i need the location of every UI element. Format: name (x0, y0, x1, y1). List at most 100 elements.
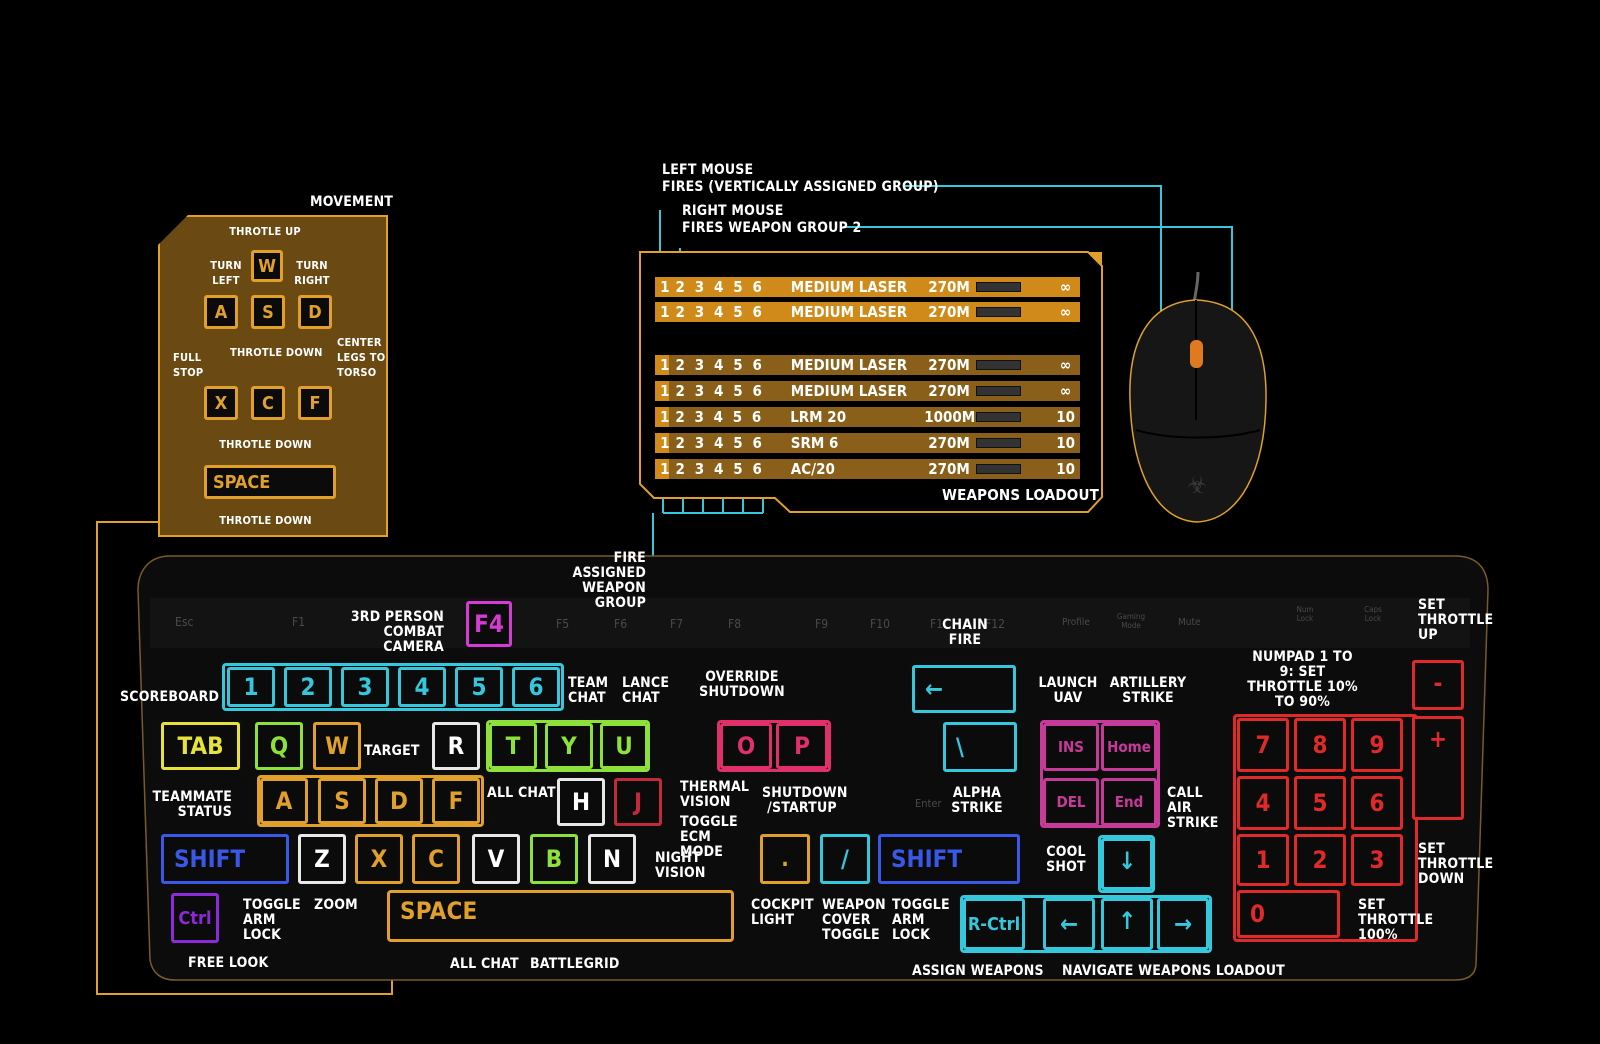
key-np3[interactable]: 3 (1351, 834, 1403, 886)
key-j[interactable]: J (614, 778, 662, 826)
key-del[interactable]: DEL (1043, 778, 1099, 826)
movement-key-w: W (251, 250, 283, 282)
key-right[interactable]: → (1157, 898, 1209, 950)
razer-logo-icon: ☣ (1187, 471, 1207, 499)
key-tab[interactable]: TAB (161, 722, 240, 770)
shutdown-label: SHUTDOWN /STARTUP (762, 785, 848, 816)
key-np6[interactable]: 6 (1351, 776, 1403, 830)
weapon-health-bar (975, 386, 1022, 396)
group-number: 5 (733, 303, 743, 321)
movement-key-f: F (298, 386, 332, 420)
call-air-label: CALL AIR STRIKE (1167, 785, 1219, 831)
key-up[interactable]: ↑ (1101, 898, 1153, 950)
key-slash[interactable]: / (820, 834, 870, 884)
key-label: → (1173, 910, 1193, 938)
group-number: 1 (660, 303, 670, 321)
key-np1[interactable]: 1 (1237, 834, 1289, 886)
key-np-minus[interactable]: - (1412, 660, 1464, 710)
weapon-range: 270M (928, 278, 970, 296)
key-home[interactable]: Home (1101, 723, 1157, 771)
key-dot[interactable]: . (760, 834, 810, 884)
key-np9[interactable]: 9 (1351, 718, 1403, 772)
key-w[interactable]: W (313, 722, 361, 770)
key-np2[interactable]: 2 (1294, 834, 1346, 886)
key-n6[interactable]: 6 (512, 667, 560, 707)
key-np0[interactable]: 0 (1237, 890, 1340, 938)
group-number: 1 (660, 408, 670, 426)
key-c[interactable]: C (412, 834, 460, 884)
key-np-plus[interactable]: + (1412, 716, 1464, 820)
key-f4[interactable]: F4 (466, 601, 512, 647)
weapon-range: 270M (928, 303, 970, 321)
key-n[interactable]: N (588, 834, 636, 884)
key-f8-faint: F8 (728, 617, 742, 631)
key-z[interactable]: Z (298, 834, 346, 884)
key-ins[interactable]: INS (1043, 723, 1099, 771)
key-u[interactable]: U (600, 723, 648, 769)
key-q[interactable]: Q (255, 722, 303, 770)
key-n3[interactable]: 3 (341, 667, 389, 707)
key-n1[interactable]: 1 (227, 667, 275, 707)
weapon-ammo: ∞ (1059, 382, 1072, 400)
right-mouse-title: RIGHT MOUSE (682, 203, 784, 219)
asdf-group (257, 775, 484, 827)
arrows-row-group (960, 895, 1212, 953)
key-label: 9 (1369, 731, 1385, 759)
key-f[interactable]: F (432, 778, 480, 824)
key-h[interactable]: H (557, 778, 605, 826)
key-o[interactable]: O (720, 723, 772, 769)
key-rctrl[interactable]: R-Ctrl (963, 898, 1025, 950)
key-down[interactable]: ↓ (1101, 838, 1153, 890)
key-left[interactable]: ← (1043, 898, 1095, 950)
throttle-down-label: SET THROTTLE DOWN (1418, 841, 1494, 887)
key-numlock-faint: Num Lock (1296, 605, 1314, 623)
key-a[interactable]: A (260, 778, 308, 824)
key-label: S (334, 787, 350, 815)
key-r[interactable]: R (432, 722, 480, 770)
key-f10-faint: F10 (870, 617, 890, 631)
key-np8[interactable]: 8 (1294, 718, 1346, 772)
navigate-loadout-label: NAVIGATE WEAPONS LOADOUT (1062, 963, 1285, 979)
key-shift-l[interactable]: SHIFT (161, 834, 289, 884)
key-ctrl[interactable]: Ctrl (171, 893, 219, 943)
key-y[interactable]: Y (545, 723, 593, 769)
right-mouse-desc: FIRES WEAPON GROUP 2 (682, 220, 862, 236)
key-end[interactable]: End (1101, 778, 1157, 826)
numpad-label: NUMPAD 1 TO 9: SET THROTTLE 10% TO 90% (1247, 649, 1358, 710)
key-np7[interactable]: 7 (1237, 718, 1289, 772)
key-backspace[interactable]: ← (912, 665, 1016, 713)
key-gaming-faint: Gaming Mode (1116, 612, 1146, 630)
space-key-highlight[interactable] (387, 890, 734, 942)
key-v[interactable]: V (472, 834, 520, 884)
key-backslash[interactable]: \ (943, 722, 1017, 772)
key-n4[interactable]: 4 (398, 667, 446, 707)
key-x[interactable]: X (355, 834, 403, 884)
weapon-ammo: 10 (1056, 408, 1076, 426)
weapon-ammo: ∞ (1059, 278, 1072, 296)
group-number: 5 (733, 434, 743, 452)
movement-key-c: C (251, 386, 285, 420)
key-np4[interactable]: 4 (1237, 776, 1289, 830)
key-p[interactable]: P (776, 723, 828, 769)
key-n2[interactable]: 2 (284, 667, 332, 707)
key-label: 1 (1255, 846, 1271, 874)
group-number: 4 (713, 434, 724, 452)
key-n5[interactable]: 5 (455, 667, 503, 707)
key-d[interactable]: D (375, 778, 423, 824)
key-s[interactable]: S (318, 778, 366, 824)
key-b[interactable]: B (530, 834, 578, 884)
key-np5[interactable]: 5 (1294, 776, 1346, 830)
key-label: 6 (1369, 789, 1385, 817)
key-shift-r[interactable]: SHIFT (878, 834, 1020, 884)
override-label: OVERRIDE SHUTDOWN (699, 669, 785, 700)
group-number: 1 (660, 356, 670, 374)
weapon-ammo: 10 (1056, 434, 1075, 452)
key-t[interactable]: T (489, 723, 537, 769)
